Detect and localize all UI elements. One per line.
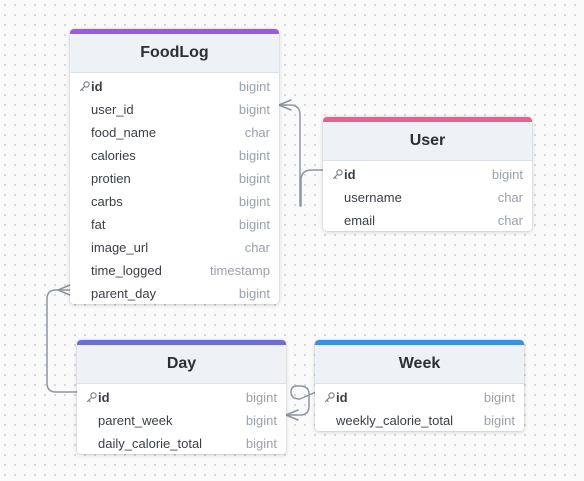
field-type: bigint xyxy=(238,148,270,163)
table-title: Day xyxy=(77,345,286,384)
field-name: calories xyxy=(91,148,136,163)
relation-user-end[interactable] xyxy=(300,169,324,207)
field-row-carbs[interactable]: carbs bigint xyxy=(70,190,279,213)
field-row-daily-calorie-total[interactable]: daily_calorie_total bigint xyxy=(77,432,286,454)
field-name: id xyxy=(91,79,103,94)
field-row-email[interactable]: email char xyxy=(323,209,532,231)
relation-day-week-crowfoot xyxy=(285,409,299,421)
field-type: char xyxy=(497,190,523,205)
field-name: food_name xyxy=(91,125,157,140)
field-type: bigint xyxy=(483,413,515,428)
table-color-bar xyxy=(77,340,286,345)
field-type: bigint xyxy=(238,217,270,232)
table-title: FoodLog xyxy=(70,34,279,73)
field-type: bigint xyxy=(245,413,277,428)
field-type: timestamp xyxy=(210,263,270,278)
table-week[interactable]: Week id bigint weekly_calorie_total bigint xyxy=(315,340,524,431)
field-type: bigint xyxy=(491,167,523,182)
field-name: id xyxy=(98,390,110,405)
field-row-weekly-calorie-total[interactable]: weekly_calorie_total bigint xyxy=(315,409,524,431)
relation-foodlog-user-crowfoot xyxy=(278,99,292,111)
field-name: user_id xyxy=(91,102,134,117)
key-icon xyxy=(324,386,336,409)
field-row-protien[interactable]: protien bigint xyxy=(70,167,279,190)
field-name: email xyxy=(344,213,376,228)
table-color-bar xyxy=(323,117,532,122)
field-row-id[interactable]: id bigint xyxy=(323,163,532,186)
field-type: char xyxy=(244,240,270,255)
field-name: parent_week xyxy=(98,413,173,428)
field-name: parent_day xyxy=(91,286,157,301)
field-row-food-name[interactable]: food_name char xyxy=(70,121,279,144)
table-user[interactable]: User id bigint username char email char xyxy=(323,117,532,231)
relation-foodlog-day-crowfoot xyxy=(57,284,71,296)
field-name: fat xyxy=(91,217,106,232)
field-row-parent-week[interactable]: parent_week bigint xyxy=(77,409,286,432)
key-icon xyxy=(332,163,344,186)
field-name: carbs xyxy=(91,194,123,209)
field-type: bigint xyxy=(245,436,277,451)
key-icon xyxy=(86,386,98,409)
field-row-user-id[interactable]: user_id bigint xyxy=(70,98,279,121)
relation-foodlog-user[interactable] xyxy=(278,104,301,207)
relation-foodlog-day[interactable] xyxy=(46,289,79,393)
field-list: id bigint weekly_calorie_total bigint xyxy=(315,384,524,431)
field-row-id[interactable]: id bigint xyxy=(315,386,524,409)
connector-group xyxy=(46,99,324,421)
field-name: daily_calorie_total xyxy=(98,436,203,451)
field-type: bigint xyxy=(238,102,270,117)
field-row-image-url[interactable]: image_url char xyxy=(70,236,279,259)
field-name: id xyxy=(344,167,356,182)
field-type: bigint xyxy=(483,390,515,405)
field-row-username[interactable]: username char xyxy=(323,186,532,209)
field-row-calories[interactable]: calories bigint xyxy=(70,144,279,167)
key-icon xyxy=(79,75,91,98)
field-name: image_url xyxy=(91,240,149,255)
field-name: protien xyxy=(91,171,131,186)
field-type: bigint xyxy=(238,79,270,94)
field-type: char xyxy=(497,213,523,228)
field-list: id bigint username char email char xyxy=(323,161,532,231)
field-name: username xyxy=(344,190,402,205)
field-type: char xyxy=(244,125,270,140)
table-color-bar xyxy=(70,29,279,34)
field-name: id xyxy=(336,390,348,405)
relation-day-week[interactable] xyxy=(285,385,317,416)
field-row-fat[interactable]: fat bigint xyxy=(70,213,279,236)
field-row-id[interactable]: id bigint xyxy=(77,386,286,409)
field-type: bigint xyxy=(245,390,277,405)
field-row-id[interactable]: id bigint xyxy=(70,75,279,98)
field-type: bigint xyxy=(238,171,270,186)
table-title: User xyxy=(323,122,532,161)
table-title: Week xyxy=(315,345,524,384)
field-type: bigint xyxy=(238,194,270,209)
table-color-bar xyxy=(315,340,524,345)
field-row-parent-day[interactable]: parent_day bigint xyxy=(70,282,279,304)
field-name: time_logged xyxy=(91,263,162,278)
field-row-time-logged[interactable]: time_logged timestamp xyxy=(70,259,279,282)
field-name: weekly_calorie_total xyxy=(336,413,454,428)
field-type: bigint xyxy=(238,286,270,301)
